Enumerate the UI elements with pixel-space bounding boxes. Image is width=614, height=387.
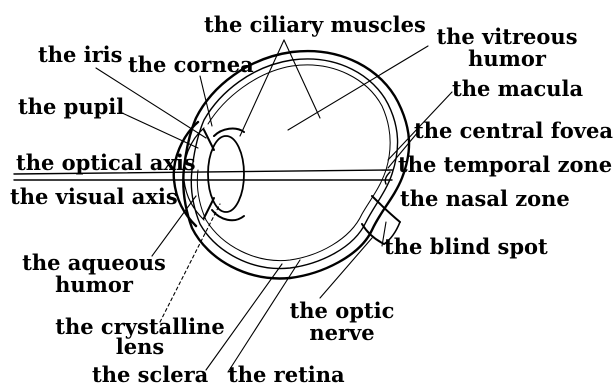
label-blind-spot: the blind spot	[384, 236, 548, 257]
label-visual-axis: the visual axis	[10, 186, 178, 207]
label-aqueous-humor-line1: the aqueous	[16, 252, 172, 273]
label-optic-nerve-line1: the optic	[286, 300, 398, 321]
label-aqueous-humor-line2: humor	[16, 274, 172, 295]
label-retina: the retina	[228, 364, 345, 385]
label-vitreous-humor-line2: humor	[432, 48, 582, 69]
label-optical-axis: the optical axis	[16, 152, 196, 173]
leader-pupil	[120, 112, 198, 148]
label-nasal-zone: the nasal zone	[400, 188, 570, 209]
label-temporal-zone: the temporal zone	[398, 154, 612, 175]
label-ciliary-muscles: the ciliary muscles	[204, 14, 426, 35]
label-central-fovea: the central fovea	[414, 120, 613, 141]
label-crystalline-lens-line2: lens	[40, 336, 240, 357]
optic-nerve-upper	[372, 196, 400, 222]
label-pupil: the pupil	[18, 96, 124, 117]
crystalline-lens	[208, 136, 244, 212]
label-cornea: the cornea	[128, 54, 254, 75]
label-optic-nerve-line2: nerve	[286, 322, 398, 343]
label-sclera: the sclera	[92, 364, 208, 385]
leader-cornea	[200, 76, 212, 126]
label-iris: the iris	[38, 44, 122, 65]
ciliary-body-top	[214, 129, 244, 136]
label-macula: the macula	[452, 78, 583, 99]
label-vitreous-humor-line1: the vitreous	[432, 26, 582, 47]
